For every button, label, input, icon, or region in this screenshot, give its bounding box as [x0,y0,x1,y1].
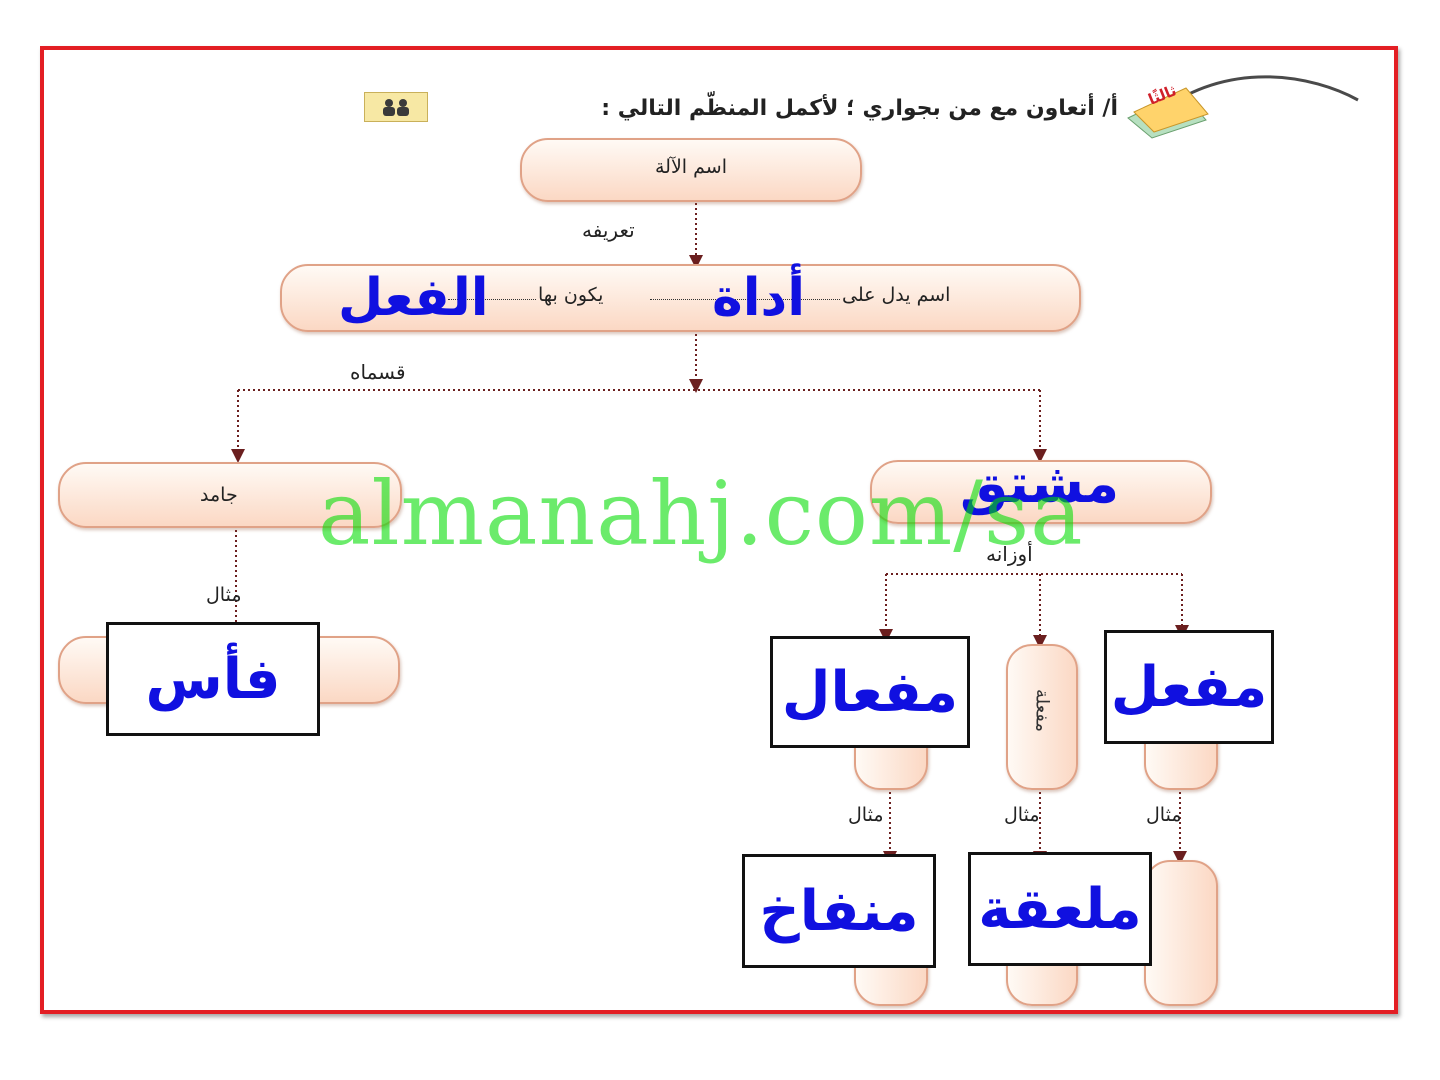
watermark: almanahj.com/sa [318,462,1084,565]
two-people-icon [364,92,428,122]
mushtaq-node-label: مشتق [960,452,1120,515]
jamid-node-label: جامد [200,484,238,506]
example-answer-minfakh: منفاخ [759,878,919,944]
form-answer-box-mifal: مفعل [1104,630,1274,744]
edge-types-label: قسماه [350,360,406,384]
root-node [520,138,862,202]
section-badge-icon [1127,75,1359,139]
exercise-title: أ/ أتعاون مع من بجواري ؛ لأكمل المنظّم ا… [601,96,1118,121]
jamid-example-answer-box: فأس [106,622,320,736]
example-answer-box-minfakh: منفاخ [742,854,936,968]
example-edge-label-1: مثال [848,804,884,826]
form-answer-box-mifaal: مفعال [770,636,970,748]
example-edge-label-2: مثال [1004,804,1040,826]
example-answer-box-milaqa: ملعقة [968,852,1152,966]
page-frame [40,46,1398,1014]
mushtaq-node [870,460,1212,524]
example-edge-label-3: مثال [1146,804,1182,826]
form-answer-mifal: مفعل [1110,654,1268,720]
forms-edge-label: أوزانه [986,542,1033,566]
root-node-label: اسم الآلة [655,156,727,178]
example-answer-milaqa: ملعقة [978,876,1142,942]
definition-answer-tool: أداة [712,268,806,328]
definition-prefix: اسم يدل على [842,284,951,306]
jamid-example-edge-label: مثال [206,584,242,606]
form-node-mifala-label: مفعلة [1031,688,1053,733]
definition-answer-action: الفعل [338,268,489,328]
form-node-mifala [1006,644,1078,790]
example-node-3 [1144,860,1218,1006]
edge-definition-label: تعريفه [582,218,635,242]
definition-node [280,264,1081,332]
definition-middle: يكون بها [538,284,604,306]
jamid-node [58,462,402,528]
jamid-example-answer: فأس [145,646,281,712]
form-answer-mifaal: مفعال [781,659,959,725]
